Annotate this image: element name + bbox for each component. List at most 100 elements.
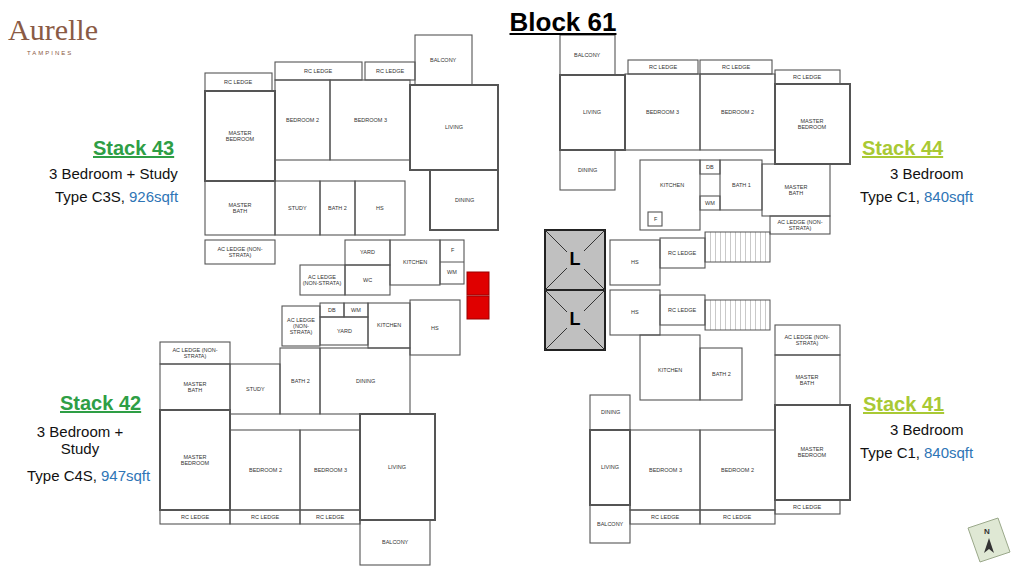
room-wall	[700, 160, 720, 174]
room-wall	[440, 240, 464, 284]
stack-name: Stack 42	[60, 392, 141, 415]
room-label: RC LEDGE	[723, 514, 751, 520]
room-wall	[430, 170, 498, 230]
room-wall	[410, 85, 498, 170]
room-wall	[775, 500, 840, 514]
room-wall	[300, 510, 360, 524]
compass-letter: N	[984, 527, 990, 536]
room-wall	[700, 196, 720, 210]
room-wall	[660, 238, 705, 268]
room-label: BEDROOM 2	[286, 117, 319, 123]
stack-42-plan	[160, 300, 460, 565]
room-wall	[700, 430, 775, 510]
room-label: WM	[705, 200, 715, 206]
room-wall	[300, 430, 360, 510]
room-label: AC LEDGE (NON-STRATA)	[302, 274, 342, 286]
unit-description: 3 Bedroom + Study	[25, 423, 135, 457]
room-label: RC LEDGE	[304, 68, 332, 74]
unit-area: 926sqft	[129, 188, 178, 205]
room-label: KITCHEN	[377, 322, 401, 328]
room-wall	[275, 80, 330, 160]
room-wall	[590, 430, 630, 505]
room-wall	[640, 335, 700, 400]
room-label: BATH 2	[291, 378, 310, 384]
room-wall	[625, 74, 700, 150]
room-wall	[320, 181, 355, 235]
room-label: MASTER BATH	[782, 184, 810, 196]
lift-core	[545, 230, 605, 350]
room-label: STUDY	[288, 205, 307, 211]
room-wall	[410, 300, 460, 355]
room-label: AC LEDGE (NON-STRATA)	[283, 317, 319, 335]
title-text: Block 61	[510, 7, 617, 38]
room-wall	[320, 348, 410, 414]
room-wall	[720, 160, 762, 210]
room-label: MASTER BEDROOM	[179, 454, 211, 466]
room-label: BEDROOM 3	[646, 109, 679, 115]
compass-arrow	[984, 538, 994, 553]
room-label: RC LEDGE	[376, 68, 404, 74]
lift-cross	[545, 230, 605, 350]
room-label: HS	[376, 205, 384, 211]
room-label: BATH 2	[328, 205, 347, 211]
room-wall	[282, 306, 320, 346]
room-wall	[368, 303, 410, 348]
room-wall	[360, 520, 430, 565]
room-wall	[560, 150, 615, 190]
room-wall	[630, 430, 700, 510]
highlight-markers	[467, 272, 489, 319]
room-label: MASTER BEDROOM	[796, 446, 828, 458]
room-wall	[640, 160, 700, 230]
room-label: BATH 1	[732, 182, 751, 188]
room-wall	[280, 348, 320, 414]
stack-41-plan	[590, 290, 850, 543]
room-label: RC LEDGE	[224, 79, 252, 85]
room-label: LIVING	[601, 464, 619, 470]
room-wall	[775, 355, 840, 405]
room-wall	[560, 75, 625, 150]
room-label: RC LEDGE	[651, 514, 679, 520]
room-wall	[560, 35, 615, 75]
room-wall	[440, 262, 464, 263]
room-label: RC LEDGE	[793, 74, 821, 80]
room-wall	[590, 505, 630, 543]
room-label: AC LEDGE (NON-STRATA)	[778, 334, 836, 346]
room-label: WC	[363, 277, 372, 283]
room-wall	[205, 73, 272, 91]
logo-subtext: TAMPINES	[27, 50, 73, 56]
room-wall	[330, 80, 410, 160]
stack-name: Stack 43	[93, 137, 174, 160]
room-label: F	[654, 216, 657, 222]
room-wall	[344, 303, 368, 317]
room-wall	[320, 317, 368, 345]
stair-hatch	[705, 232, 770, 262]
room-label: DB	[706, 164, 714, 170]
room-wall	[365, 62, 415, 80]
unit-description: 3 Bedroom + Study	[49, 165, 178, 182]
unit-description: Type C1,	[860, 444, 920, 461]
room-label: YARD	[360, 249, 375, 255]
room-wall	[205, 91, 275, 181]
room-label: RC LEDGE	[668, 307, 696, 313]
room-wall	[628, 60, 698, 74]
room-label: RC LEDGE	[722, 64, 750, 70]
unit-area: 947sqft	[101, 467, 150, 484]
room-label: MASTER BEDROOM	[224, 130, 256, 142]
unit-description: 3 Bedroom	[890, 165, 963, 182]
unit-area: 840sqft	[924, 444, 973, 461]
room-wall	[160, 510, 230, 524]
room-wall	[360, 414, 435, 520]
room-label: AC LEDGE (NON-STRATA)	[209, 246, 271, 258]
room-label: BALCONY	[382, 539, 408, 545]
room-label: KITCHEN	[403, 259, 427, 265]
room-wall	[700, 510, 775, 524]
room-wall	[762, 164, 830, 216]
room-label: LIVING	[583, 109, 601, 115]
room-wall	[590, 395, 630, 430]
room-wall	[230, 364, 280, 414]
unit-description: Type C3S,	[55, 188, 125, 205]
room-wall	[775, 325, 840, 355]
room-wall	[355, 181, 405, 235]
room-label: MASTER BATH	[793, 374, 821, 386]
